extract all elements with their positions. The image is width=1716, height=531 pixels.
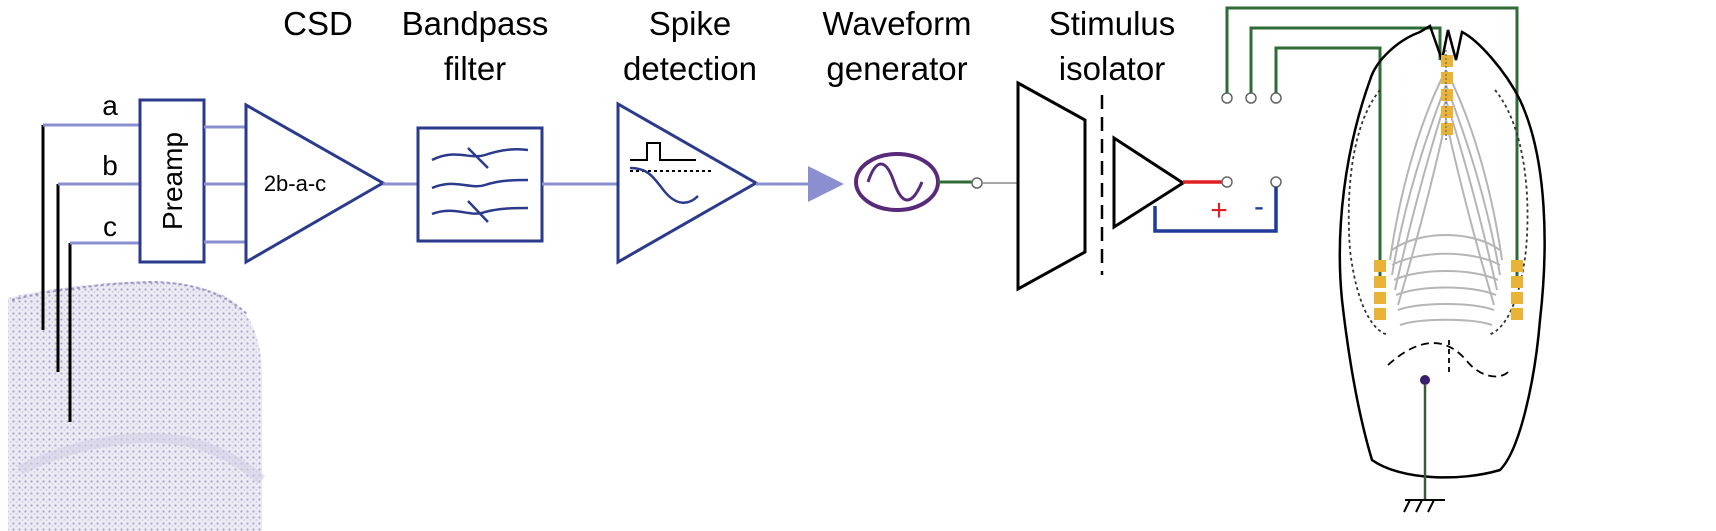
- recording-electrodes: [41, 123, 140, 422]
- waveform-title-line1: Waveform: [822, 5, 971, 42]
- preamp-output-wires: [204, 125, 246, 244]
- spike-detection-block: [616, 101, 760, 265]
- electrode-terminal-1: [1221, 92, 1233, 104]
- preamp-box: [138, 98, 206, 264]
- preamp-label: Preamp: [157, 132, 188, 230]
- waveform-generator: [854, 152, 940, 212]
- bandpass-title-line1: Bandpass: [402, 5, 549, 42]
- negative-return-wire: [1153, 187, 1278, 233]
- negative-output-terminal: [1270, 176, 1282, 188]
- positive-output-terminal: [1221, 176, 1233, 188]
- electrode-terminal-2: [1245, 92, 1257, 104]
- brain-implant-diagram: [1338, 24, 1546, 513]
- spike-title-line2: detection: [623, 50, 757, 87]
- electrode-label-b: b: [102, 150, 118, 181]
- electrode-terminal-3: [1270, 92, 1282, 104]
- bandpass-title-line2: filter: [444, 50, 506, 87]
- waveform-output-terminal: [971, 177, 983, 189]
- positive-sign: +: [1210, 194, 1228, 227]
- stimulation-leads: [1225, 6, 1519, 280]
- electrode-label-a: a: [102, 90, 118, 121]
- isolator-title-line1: Stimulus: [1049, 5, 1176, 42]
- spike-title-line1: Spike: [649, 5, 732, 42]
- bandpass-filter-block: [416, 126, 544, 243]
- isolator-title-line2: isolator: [1059, 50, 1165, 87]
- electrode-label-c: c: [103, 211, 117, 242]
- csd-title: CSD: [283, 5, 353, 42]
- stimulus-isolator: [1016, 80, 1186, 292]
- waveform-title-line2: generator: [826, 50, 967, 87]
- csd-amplifier-triangle: [244, 102, 387, 265]
- csd-formula: 2b-a-c: [264, 171, 326, 196]
- negative-sign: -: [1254, 190, 1264, 223]
- cortex-tissue-image: [8, 280, 266, 531]
